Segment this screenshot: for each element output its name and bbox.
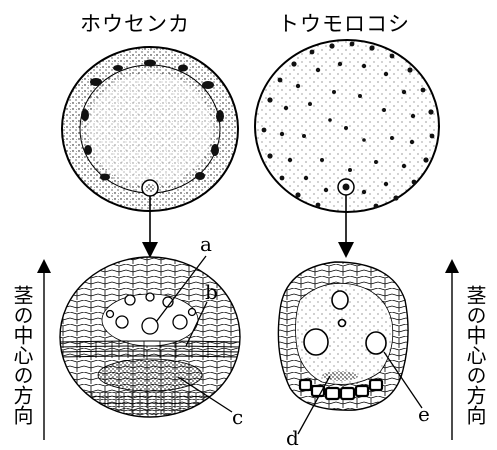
label-d: d [286, 426, 299, 450]
toumorokoshi-stem-cross-section [255, 40, 439, 212]
label-b: b [205, 280, 218, 304]
label-a: a [200, 232, 212, 256]
label-e: e [418, 402, 430, 426]
toumorokoshi-bundle-detail [270, 255, 420, 415]
label-c: c [232, 405, 243, 429]
houseneka-stem-cross-section [62, 47, 238, 211]
